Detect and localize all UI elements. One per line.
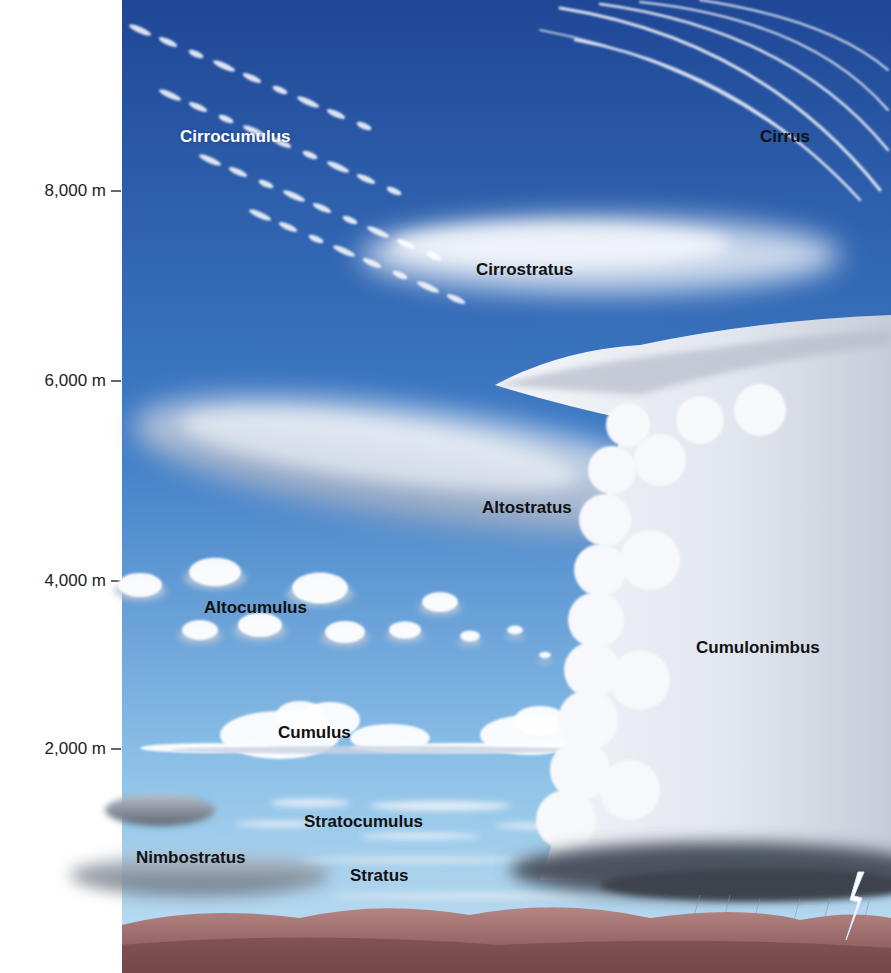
cloud-name: Cumulonimbus (696, 638, 820, 658)
altitude-label: 2,000 m (45, 739, 106, 759)
cumulonimbus-puff (558, 690, 618, 750)
altocumulus-puff (118, 573, 162, 597)
cloud-name: Stratocumulus (304, 812, 423, 832)
cirrocumulus-puff (301, 149, 318, 161)
cloud-name: Cumulus (278, 723, 351, 743)
cirrocumulus-puff (198, 152, 222, 167)
cirrocumulus-puff (248, 207, 272, 222)
altocumulus-puff (389, 621, 421, 639)
altocumulus-cloud (114, 558, 553, 664)
altitude-label: 8,000 m (45, 181, 106, 201)
cloud-name: Cirrocumulus (180, 127, 291, 147)
cirrocumulus-puff (326, 107, 347, 121)
cirrocumulus-puff (242, 71, 263, 85)
cumulonimbus-puff (610, 650, 670, 710)
cloud-name: Cirrostratus (476, 260, 573, 280)
sky-background (122, 0, 891, 973)
cirrocumulus-puff (385, 185, 402, 197)
cirrocumulus-puff (212, 58, 236, 73)
cirrocumulus-puff (188, 100, 209, 114)
cloud-name: Stratus (350, 866, 409, 886)
cloud-name: Cirrus (760, 127, 810, 147)
cirrocumulus-puff (128, 22, 152, 37)
mountain-ground (122, 907, 891, 973)
altocumulus-shadow (538, 658, 552, 663)
cirrocumulus-puff (312, 201, 333, 215)
cirrocumulus-puff (366, 224, 390, 239)
cumulonimbus-puff (634, 434, 686, 486)
cirrocumulus-puff (257, 178, 274, 190)
cloud-name: Nimbostratus (136, 848, 246, 868)
cumulonimbus-cloud (495, 315, 891, 901)
cirrocumulus-puff (228, 165, 249, 179)
cumulonimbus-puff (600, 760, 660, 820)
cirrocumulus-puff (158, 35, 179, 49)
altitude-ticks (111, 191, 121, 749)
ground-shadow (122, 938, 891, 973)
nimbostratus-cloud (70, 794, 330, 895)
altocumulus-puff (325, 621, 365, 643)
cirrocumulus-puff (296, 94, 320, 109)
altocumulus-puff (507, 626, 523, 635)
cirrocumulus-puff (355, 120, 372, 132)
altocumulus-puff (422, 592, 458, 612)
cumulonimbus-puff (536, 790, 596, 850)
cirrus-cloud (540, 0, 888, 200)
altocumulus-puff (539, 652, 551, 659)
cloud-name: Altocumulus (204, 598, 307, 618)
cirrocumulus-puff (278, 220, 299, 234)
cirrocumulus-puff (217, 113, 234, 125)
cumulus-cloud (140, 701, 590, 759)
cirrocumulus-puff (271, 84, 288, 96)
stratocumulus-cloud (235, 799, 585, 839)
cumulonimbus-puff (588, 446, 636, 494)
altitude-label: 6,000 m (45, 371, 106, 391)
cumulonimbus-puff (579, 494, 631, 546)
cloud-name: Altostratus (482, 498, 572, 518)
cirrocumulus-puff (341, 214, 358, 226)
cumulonimbus-puff (568, 592, 624, 648)
cumulonimbus-puff (620, 530, 680, 590)
altitude-label: 4,000 m (45, 571, 106, 591)
cumulonimbus-puff (574, 544, 626, 596)
cirrocumulus-puff (356, 172, 377, 186)
lightning-bolt (846, 872, 864, 940)
altocumulus-puff (460, 631, 480, 642)
cirrocumulus-puff (446, 292, 467, 306)
cumulonimbus-puff (676, 396, 724, 444)
cirrostratus-cloud (360, 217, 840, 293)
cirrocumulus-puff (307, 233, 324, 245)
altocumulus-puff (182, 620, 218, 640)
cumulonimbus-puff (734, 384, 786, 436)
cirrocumulus-puff (187, 48, 204, 60)
cumulus-base (170, 746, 590, 754)
cirrocumulus-puff (326, 159, 350, 174)
cirrocumulus-puff (282, 188, 306, 203)
altocumulus-puff (189, 558, 241, 587)
cirrocumulus-puff (158, 87, 182, 102)
cirrocumulus-puff (332, 243, 356, 258)
